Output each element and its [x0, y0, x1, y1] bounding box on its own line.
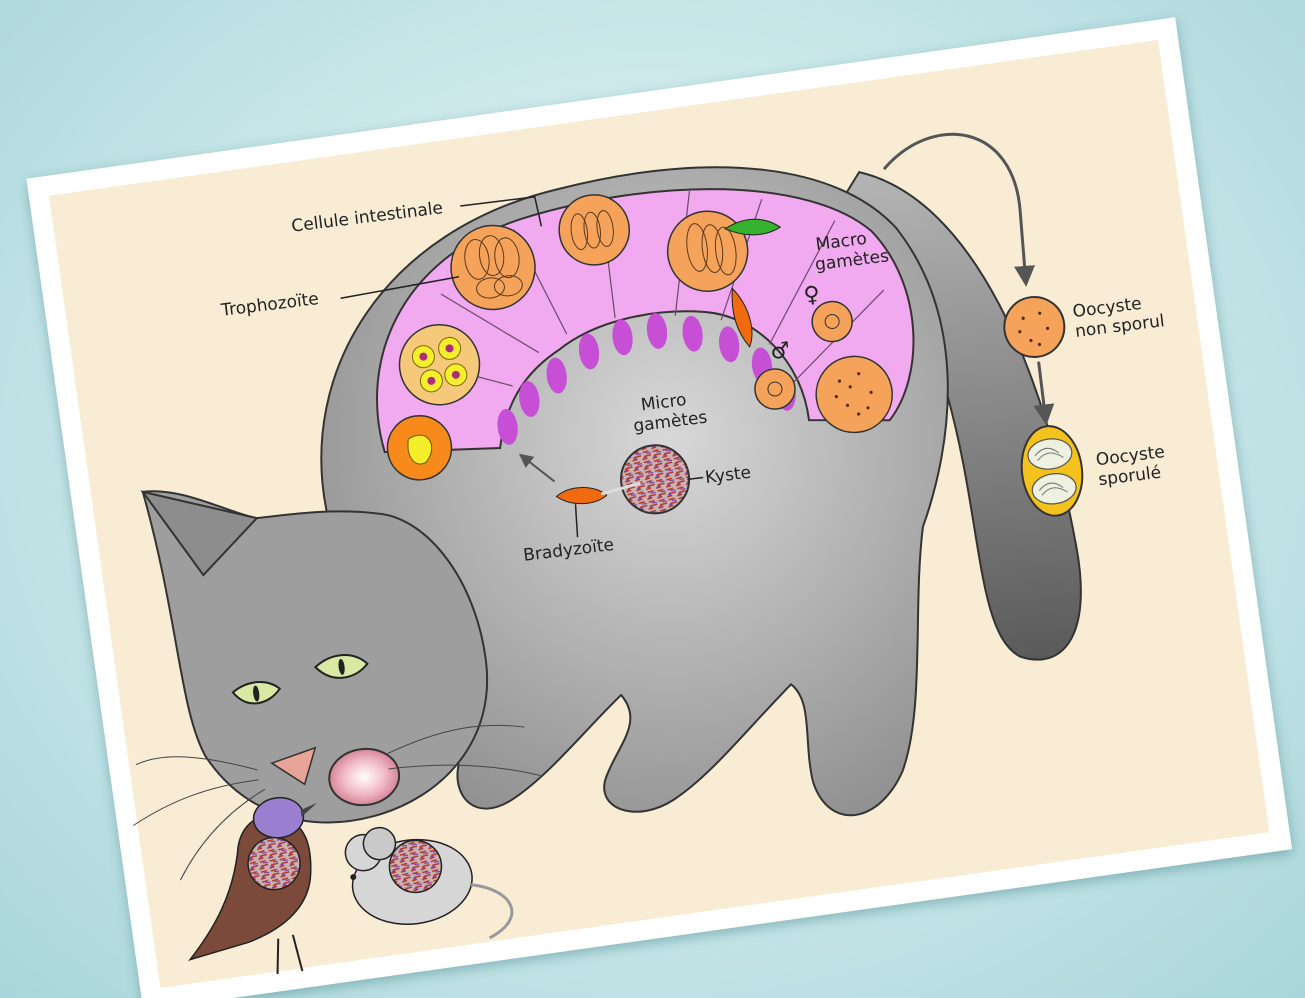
male-symbol: ♂: [769, 338, 792, 365]
female-symbol: ♀: [802, 282, 821, 309]
